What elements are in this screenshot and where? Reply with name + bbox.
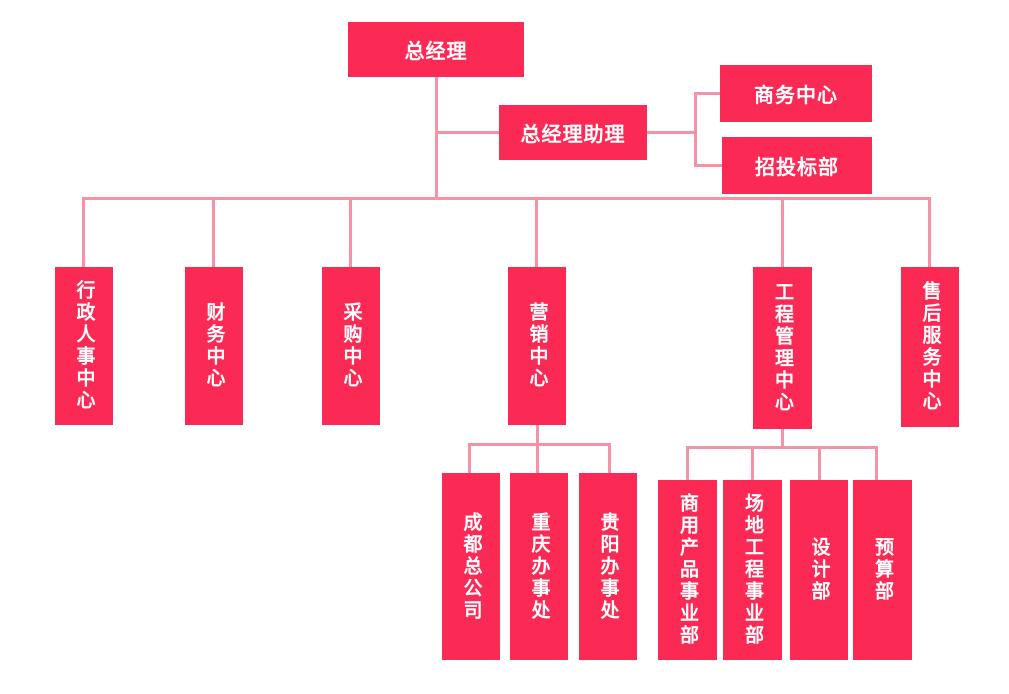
node-label: 商用产品事业部 xyxy=(677,493,698,647)
node-budget-dept[interactable]: 预算部 xyxy=(853,480,912,660)
node-label: 总经理 xyxy=(404,41,468,63)
node-label: 财务中心 xyxy=(203,302,225,390)
connector-drop-marketing xyxy=(535,197,538,268)
connector-marketing-horizontal xyxy=(468,443,611,446)
node-aftersales-service-center[interactable]: 售后服务中心 xyxy=(901,267,959,427)
connector-drop-engineering xyxy=(781,197,784,268)
node-procurement-center[interactable]: 采购中心 xyxy=(322,267,380,425)
connector-main-horizontal xyxy=(82,197,931,200)
node-label: 售后服务中心 xyxy=(919,281,941,413)
connector-marketing-stem xyxy=(536,425,539,473)
node-label: 贵阳办事处 xyxy=(597,511,619,622)
connector-bracket-bottom xyxy=(694,164,722,167)
connector-drop-admin-hr xyxy=(82,197,85,268)
node-label: 预算部 xyxy=(872,537,893,603)
node-chongqing-office[interactable]: 重庆办事处 xyxy=(510,473,568,660)
node-guiyang-office[interactable]: 贵阳办事处 xyxy=(579,473,637,660)
node-marketing-center[interactable]: 营销中心 xyxy=(508,267,566,425)
connector-drop-chengdu xyxy=(468,443,471,473)
connector-drop-aftersales xyxy=(928,197,931,268)
connector-engineering-stem xyxy=(781,429,784,449)
node-general-manager[interactable]: 总经理 xyxy=(348,22,524,77)
node-label: 行政人事中心 xyxy=(73,280,95,412)
connector-drop-budget xyxy=(875,446,878,481)
node-label: 营销中心 xyxy=(526,302,548,390)
connector-engineering-horizontal xyxy=(686,446,878,449)
connector-drop-design xyxy=(818,446,821,481)
node-business-center[interactable]: 商务中心 xyxy=(720,65,872,122)
node-bidding-dept[interactable]: 招投标部 xyxy=(722,137,872,194)
connector-drop-finance xyxy=(212,197,215,268)
connector-bracket-vertical xyxy=(694,92,697,167)
node-admin-hr-center[interactable]: 行政人事中心 xyxy=(55,267,113,425)
node-label: 重庆办事处 xyxy=(528,511,550,622)
node-design-dept[interactable]: 设计部 xyxy=(790,480,848,660)
connector-drop-procurement xyxy=(349,197,352,268)
node-chengdu-head-office[interactable]: 成都总公司 xyxy=(442,473,500,660)
connector-drop-commercial-products xyxy=(686,446,689,481)
connector-root-stem xyxy=(435,77,438,198)
connector-assistant-branch xyxy=(435,131,499,134)
node-finance-center[interactable]: 财务中心 xyxy=(185,267,243,425)
node-label: 工程管理中心 xyxy=(772,282,793,414)
node-label: 采购中心 xyxy=(340,302,362,390)
connector-drop-guiyang xyxy=(608,443,611,473)
node-label: 成都总公司 xyxy=(460,511,482,622)
node-site-engineering-division[interactable]: 场地工程事业部 xyxy=(723,480,782,660)
connector-assistant-out xyxy=(647,131,696,134)
node-commercial-products-division[interactable]: 商用产品事业部 xyxy=(658,480,717,660)
node-label: 场地工程事业部 xyxy=(742,493,763,647)
node-label: 总经理助理 xyxy=(520,124,626,146)
node-engineering-mgmt-center[interactable]: 工程管理中心 xyxy=(753,267,812,429)
node-label: 招投标部 xyxy=(755,157,839,179)
connector-bracket-top xyxy=(694,92,720,95)
node-label: 设计部 xyxy=(808,537,830,603)
node-gm-assistant[interactable]: 总经理助理 xyxy=(499,105,647,160)
connector-drop-site-engineering xyxy=(751,446,754,481)
node-label: 商务中心 xyxy=(754,85,838,107)
